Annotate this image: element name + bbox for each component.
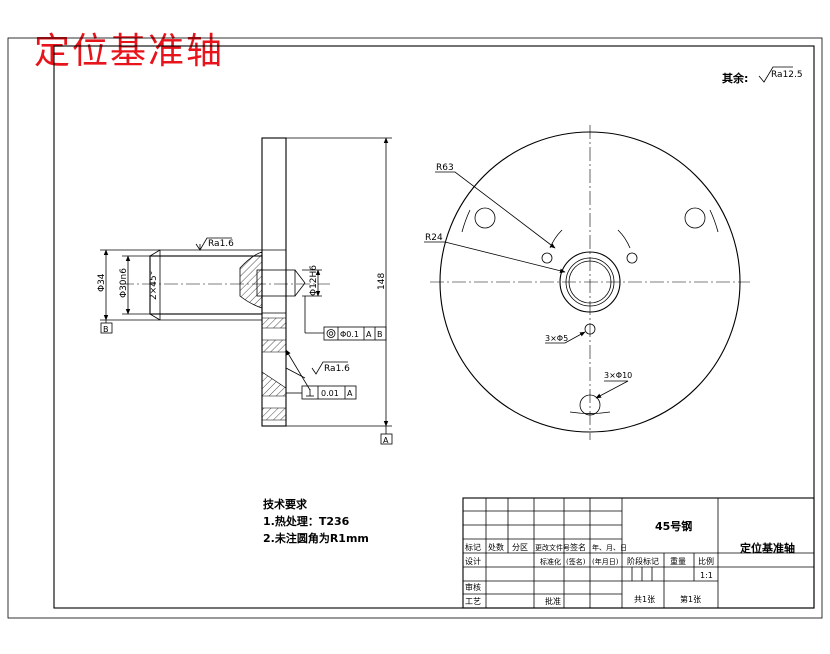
tb-h-change: 更改文件号 bbox=[535, 543, 570, 552]
perpendicularity-tol: 0.01 bbox=[321, 389, 339, 398]
tb-h-count: 处数 bbox=[488, 542, 504, 552]
tb-sheets-total: 共1张 bbox=[634, 595, 655, 604]
dim-shaft-dia: Φ30n6 bbox=[119, 268, 129, 298]
tb-h-zone: 分区 bbox=[512, 543, 528, 552]
roughness-general-value: Ra12.5 bbox=[771, 70, 803, 80]
drawing-title: 定位基准轴 bbox=[34, 31, 225, 72]
front-view: R63 R24 3×Φ5 3×Φ10 bbox=[424, 125, 750, 440]
tb-sheet-no: 第1张 bbox=[680, 594, 701, 604]
dim-hole-dia: Φ12H6 bbox=[309, 265, 319, 296]
roughness-top: Ra1.6 bbox=[208, 239, 234, 249]
perpendicularity-ref: A bbox=[347, 389, 353, 398]
concentricity-tol: Φ0.1 bbox=[340, 330, 359, 339]
tb-review: 审核 bbox=[465, 582, 481, 592]
tb-sign2: (签名) bbox=[566, 557, 586, 566]
tb-h-sign: 签名 bbox=[570, 542, 586, 552]
tb-standard: 标准化 bbox=[540, 557, 561, 566]
holes-large: 3×Φ10 bbox=[604, 371, 632, 380]
holes-small: 3×Φ5 bbox=[545, 334, 568, 343]
tb-h-mark: 标记 bbox=[465, 542, 481, 552]
tb-process: 工艺 bbox=[465, 597, 481, 606]
general-roughness: 其余: Ra12.5 bbox=[722, 66, 803, 85]
datum-b: B bbox=[103, 325, 109, 334]
tb-date2: (年月日) bbox=[592, 557, 619, 566]
tb-scale: 比例 bbox=[698, 556, 714, 566]
concentricity-ref-a: A bbox=[366, 330, 372, 339]
side-view: Φ34 Φ30n6 2×45° Φ12H6 148 Ra1.6 Ra1.6 B … bbox=[97, 137, 393, 445]
tech-item-2: 2.未注圆角为R1mm bbox=[263, 531, 369, 545]
dim-chamfer: 2×45° bbox=[149, 271, 159, 300]
tb-scale-value: 1:1 bbox=[700, 571, 713, 580]
tech-heading: 技术要求 bbox=[263, 497, 308, 511]
concentricity-ref-b: B bbox=[377, 330, 383, 339]
dim-overall-dia: Φ34 bbox=[97, 273, 107, 292]
roughness-face: Ra1.6 bbox=[324, 364, 350, 374]
radius-inner: R24 bbox=[425, 233, 443, 243]
title-block: 45号钢 定位基准轴 标记 处数 分区 更改文件号 签名 年、月、日 设计 标准… bbox=[462, 497, 815, 609]
radius-outer: R63 bbox=[436, 163, 454, 173]
tech-requirements: 技术要求 1.热处理：T236 2.未注圆角为R1mm bbox=[263, 497, 369, 545]
tb-design: 设计 bbox=[465, 556, 481, 566]
roughness-general-label: 其余: bbox=[722, 71, 748, 85]
dim-length: 148 bbox=[377, 273, 387, 290]
tb-stage: 阶段标记 bbox=[627, 556, 659, 566]
tb-h-date: 年、月、日 bbox=[592, 543, 627, 552]
outer-frame bbox=[7, 37, 823, 619]
inner-frame bbox=[53, 45, 815, 609]
tb-weight: 重量 bbox=[670, 556, 686, 566]
tb-material: 45号钢 bbox=[655, 519, 692, 533]
datum-a: A bbox=[383, 436, 389, 445]
tb-part-name: 定位基准轴 bbox=[740, 541, 795, 555]
tb-approve: 批准 bbox=[545, 596, 561, 606]
tech-item-1: 1.热处理：T236 bbox=[263, 514, 350, 528]
